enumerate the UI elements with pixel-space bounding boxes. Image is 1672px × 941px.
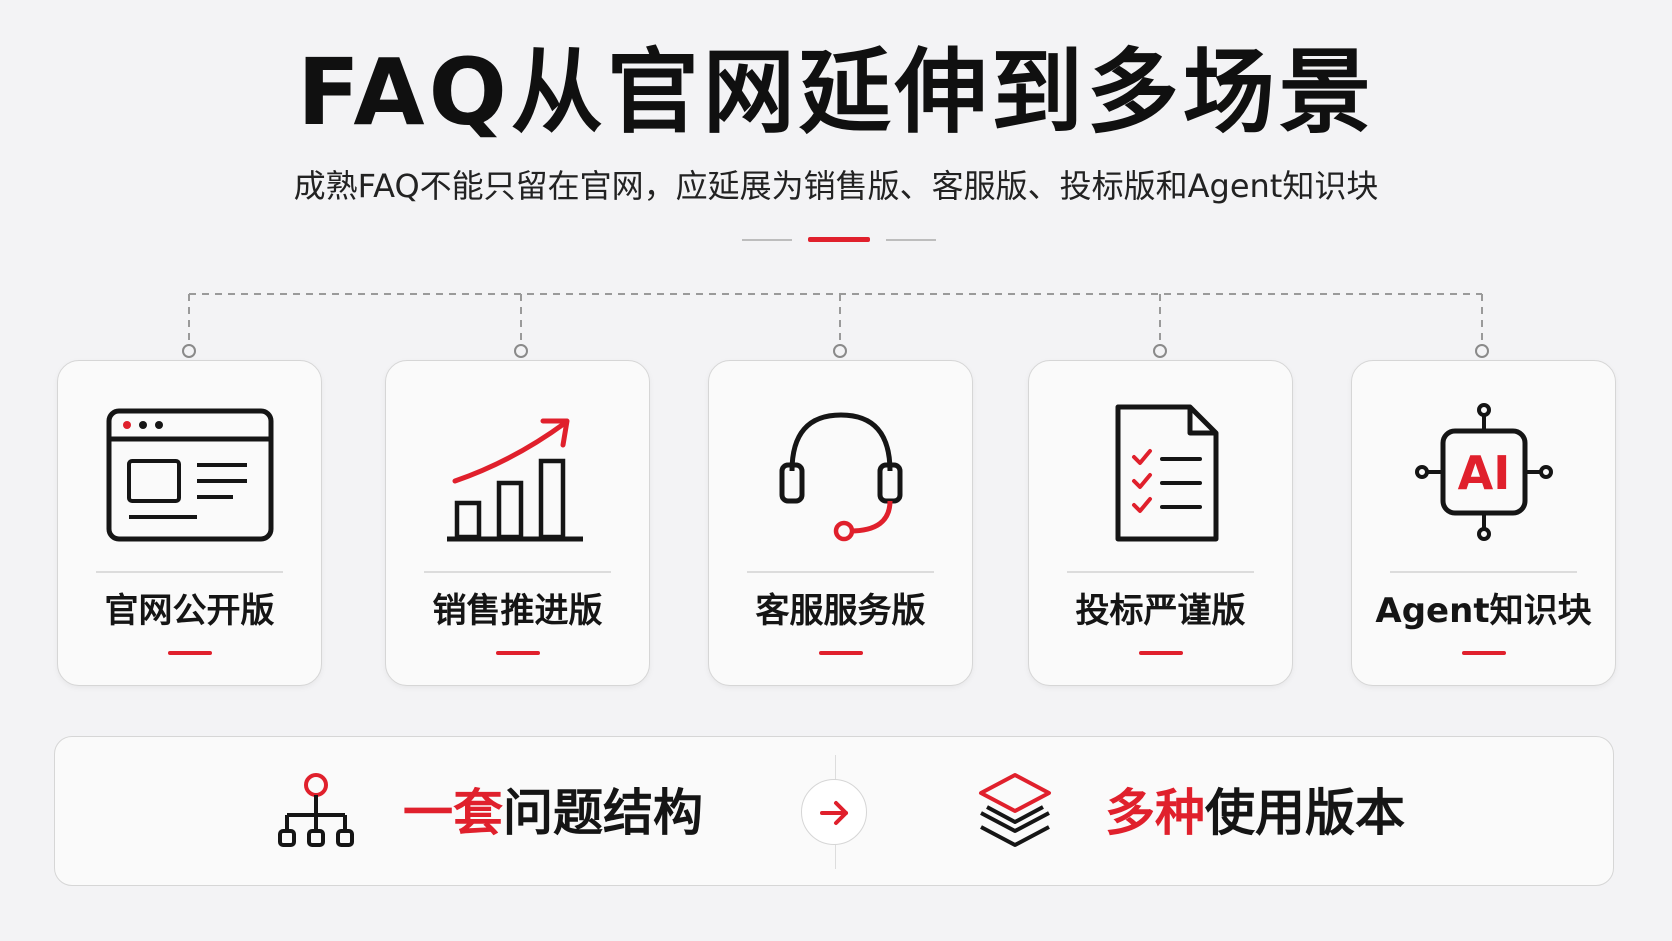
card-bidding: 投标严谨版: [1028, 360, 1293, 686]
card-label: 官网公开版: [104, 591, 275, 631]
bottom-right-highlight: 多种: [1105, 784, 1205, 842]
card-separator: [1390, 571, 1577, 573]
card-accent-mark: [1138, 651, 1183, 655]
divider-left: [742, 239, 792, 241]
card-accent-mark: [495, 651, 540, 655]
card-accent-mark: [818, 651, 863, 655]
hierarchy-tree-icon: [278, 773, 354, 847]
card-separator: [424, 571, 611, 573]
card-label: 客服服务版: [755, 591, 926, 631]
bottom-left-rest: 问题结构: [503, 784, 703, 842]
bottom-summary-bar: 一套问题结构 多种使用版本: [54, 736, 1614, 886]
headset-icon: [779, 412, 902, 542]
arrow-right-button: [801, 779, 867, 845]
growth-chart-icon: [446, 418, 583, 542]
card-sales: 销售推进版: [385, 360, 650, 686]
card-label: 投标严谨版: [1075, 591, 1246, 631]
bottom-left-highlight: 一套: [403, 784, 503, 842]
bottom-left-text: 一套问题结构: [403, 783, 703, 843]
card-label: Agent知识块: [1375, 591, 1592, 631]
ai-chip-icon: AI: [1414, 403, 1553, 541]
ai-chip-text: AI: [1457, 446, 1510, 500]
card-accent-mark: [167, 651, 212, 655]
card-separator: [1067, 571, 1254, 573]
page-title: FAQ从官网延伸到多场景: [297, 39, 1375, 146]
card-agent: AI Agent知识块: [1351, 360, 1616, 686]
card-separator: [747, 571, 934, 573]
connector-node-5: [1475, 344, 1489, 358]
divider-right: [886, 239, 936, 241]
connector-node-1: [182, 344, 196, 358]
connector-node-3: [833, 344, 847, 358]
connector-node-4: [1153, 344, 1167, 358]
card-website: 官网公开版: [57, 360, 322, 686]
page-subtitle: 成熟FAQ不能只留在官网，应延展为销售版、客服版、投标版和Agent知识块: [293, 167, 1379, 205]
layers-icon: [979, 773, 1051, 847]
card-separator: [96, 571, 283, 573]
divider-accent: [808, 237, 870, 242]
arrow-right-icon: [820, 801, 848, 825]
connector-node-2: [514, 344, 528, 358]
browser-window-icon: [106, 408, 273, 542]
card-service: 客服服务版: [708, 360, 973, 686]
checklist-document-icon: [1115, 404, 1218, 542]
bottom-right-rest: 使用版本: [1205, 784, 1405, 842]
bottom-right-text: 多种使用版本: [1105, 783, 1405, 843]
card-label: 销售推进版: [432, 591, 603, 631]
card-accent-mark: [1461, 651, 1506, 655]
